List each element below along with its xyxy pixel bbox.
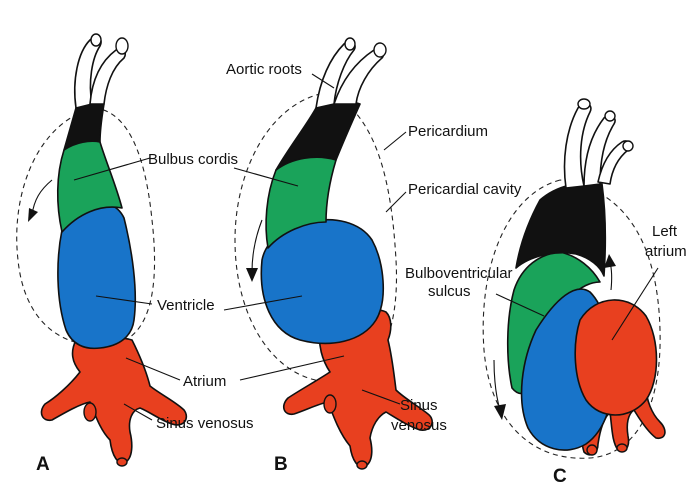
- label-left-atrium-2: atrium: [645, 243, 687, 260]
- aortic-root-b2-opening: [373, 42, 387, 58]
- atrium-a: [40, 336, 188, 464]
- leader-ventricle-b: [223, 295, 303, 311]
- label-sinus-venosus-a: Sinus venosus: [156, 415, 254, 432]
- aortic-root-a1-opening: [90, 33, 102, 47]
- rotation-arrowhead-a: [28, 208, 38, 222]
- vessel-opening-c1: [586, 444, 598, 456]
- panel-label-c: C: [553, 466, 567, 487]
- rotation-arrowhead-b: [246, 268, 258, 282]
- label-sinus-venosus-b-2: venosus: [391, 417, 447, 434]
- panel-a: A: [16, 33, 188, 475]
- vessel-opening-a1: [83, 402, 97, 422]
- panel-label-a: A: [36, 454, 50, 475]
- leader-bulboventricular: [495, 293, 545, 317]
- vessel-opening-a2: [116, 457, 128, 467]
- leader-lines: [73, 73, 659, 421]
- leader-aortic-roots: [311, 73, 335, 89]
- aortic-root-c1-opening: [577, 98, 591, 110]
- atrium-b: [282, 308, 433, 468]
- vessel-opening-c2: [616, 443, 628, 453]
- aortic-root-c2-opening: [604, 110, 616, 122]
- leader-bulbus-b: [233, 167, 299, 187]
- rotation-arrowhead-c-left: [494, 404, 506, 420]
- left-atrium-c: [574, 299, 658, 416]
- rotation-arrowhead-c-right: [604, 254, 616, 268]
- rotation-arrow-a: [31, 179, 53, 216]
- panel-c: C: [482, 98, 666, 487]
- label-bulboventricular-1: Bulboventricular: [405, 265, 513, 282]
- leader-left-atrium: [611, 267, 659, 341]
- leader-atrium-b: [239, 355, 345, 381]
- leader-ventricle-a: [95, 295, 153, 305]
- leader-sinus-b: [361, 389, 401, 405]
- label-pericardial-cavity: Pericardial cavity: [408, 181, 522, 198]
- leader-pericardium: [383, 131, 407, 151]
- label-ventricle: Ventricle: [157, 297, 215, 314]
- vessel-opening-b2: [356, 460, 368, 470]
- panel-label-b: B: [274, 454, 288, 475]
- label-bulboventricular-2: sulcus: [428, 283, 471, 300]
- label-aortic-roots: Aortic roots: [226, 61, 302, 78]
- label-left-atrium-1: Left: [652, 223, 678, 240]
- vessel-opening-b1: [323, 394, 337, 414]
- aortic-root-b1-opening: [344, 37, 356, 51]
- label-sinus-venosus-b-1: Sinus: [400, 397, 438, 414]
- leader-bulbus-a: [73, 157, 151, 181]
- panel-b: B: [234, 37, 433, 475]
- aortic-root-a2-opening: [115, 37, 129, 55]
- aortic-root-c3-opening: [622, 140, 634, 152]
- pericardium-outline-c: [482, 179, 661, 459]
- leader-pericardial-cavity: [385, 191, 407, 213]
- label-bulbus-cordis: Bulbus cordis: [148, 151, 238, 168]
- label-atrium: Atrium: [183, 373, 226, 390]
- rotation-arrow-b: [251, 219, 263, 273]
- labels: Aortic roots Pericardium Bulbus cordis P…: [148, 61, 687, 434]
- label-pericardium: Pericardium: [408, 123, 488, 140]
- leader-sinus-a: [123, 403, 153, 421]
- leader-atrium-a: [125, 357, 181, 381]
